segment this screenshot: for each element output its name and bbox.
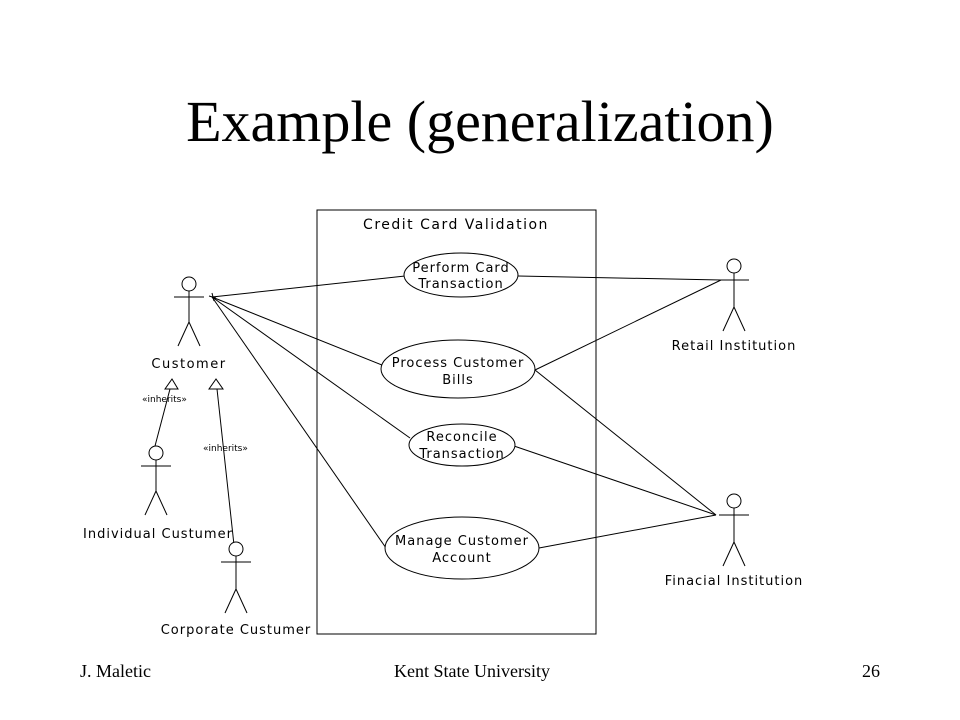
use-case-manage-customer-account-line2: Account: [432, 551, 492, 566]
association-customer-process: [211, 296, 383, 366]
association-process-retail: [534, 279, 722, 371]
use-case-manage-customer-account-line1: Manage Customer: [395, 534, 529, 549]
system-name: Credit Card Validation: [363, 217, 549, 233]
actor-corporate-customer-label: Corporate Custumer: [161, 623, 312, 638]
actor-retail-institution-label: Retail Institution: [672, 339, 797, 354]
associations: [211, 275, 722, 549]
actor-financial-institution-label: Finacial Institution: [665, 574, 804, 589]
association-process-financial: [534, 369, 717, 516]
association-reconcile-financial: [513, 445, 717, 516]
use-case-process-customer-bills-line2: Bills: [442, 373, 474, 388]
generalization-line-corporate: [216, 388, 235, 546]
association-customer-perform: [211, 275, 406, 298]
use-case-reconcile-transaction-line1: Reconcile: [426, 430, 497, 445]
actor-customer: [174, 276, 204, 347]
actor-corporate-customer: [221, 541, 251, 614]
use-case-perform-card-transaction-line1: Perform Card: [412, 261, 510, 276]
stereotype-label-individual: «inherits»: [142, 395, 187, 405]
actor-retail-institution-icon: [719, 258, 749, 332]
association-customer-manage: [211, 296, 387, 549]
stereotype-label-corporate: «inherits»: [203, 444, 248, 454]
use-case-perform-card-transaction-line2: Transaction: [417, 277, 503, 292]
association-manage-financial: [538, 514, 717, 549]
use-case-manage-customer-account: Manage Customer Account: [384, 516, 540, 580]
connection-mark: [208, 292, 217, 302]
actor-customer-icon: [174, 276, 204, 347]
actor-individual-customer: [141, 445, 171, 516]
generalization-line-individual: [154, 388, 171, 447]
actor-corporate-customer-icon: [221, 541, 251, 614]
actor-customer-label: Customer: [151, 357, 226, 372]
footer-institution: Kent State University: [394, 661, 550, 681]
use-case-perform-card-transaction: Perform Card Transaction: [403, 252, 519, 298]
use-case-process-customer-bills: Process Customer Bills: [380, 339, 536, 399]
generalization-arrowhead-corporate: [208, 378, 224, 390]
use-case-reconcile-transaction: Reconcile Transaction: [408, 423, 516, 467]
association-perform-retail: [517, 275, 722, 281]
footer-page-number: 26: [862, 661, 880, 681]
generalization-arrowhead-individual: [164, 378, 179, 390]
association-customer-reconcile: [211, 296, 411, 439]
use-case-process-customer-bills-line1: Process Customer: [392, 356, 525, 371]
actor-financial-institution: [719, 493, 749, 567]
actor-financial-institution-icon: [719, 493, 749, 567]
actor-individual-customer-label: Individual Custumer: [83, 527, 233, 542]
generalizations: [154, 378, 235, 546]
use-case-reconcile-transaction-line2: Transaction: [418, 447, 504, 462]
slide-title: Example (generalization): [186, 89, 774, 154]
actor-individual-customer-icon: [141, 445, 171, 516]
system-boundary: [316, 209, 597, 635]
actor-retail-institution: [719, 258, 749, 332]
footer-author: J. Maletic: [80, 661, 151, 681]
